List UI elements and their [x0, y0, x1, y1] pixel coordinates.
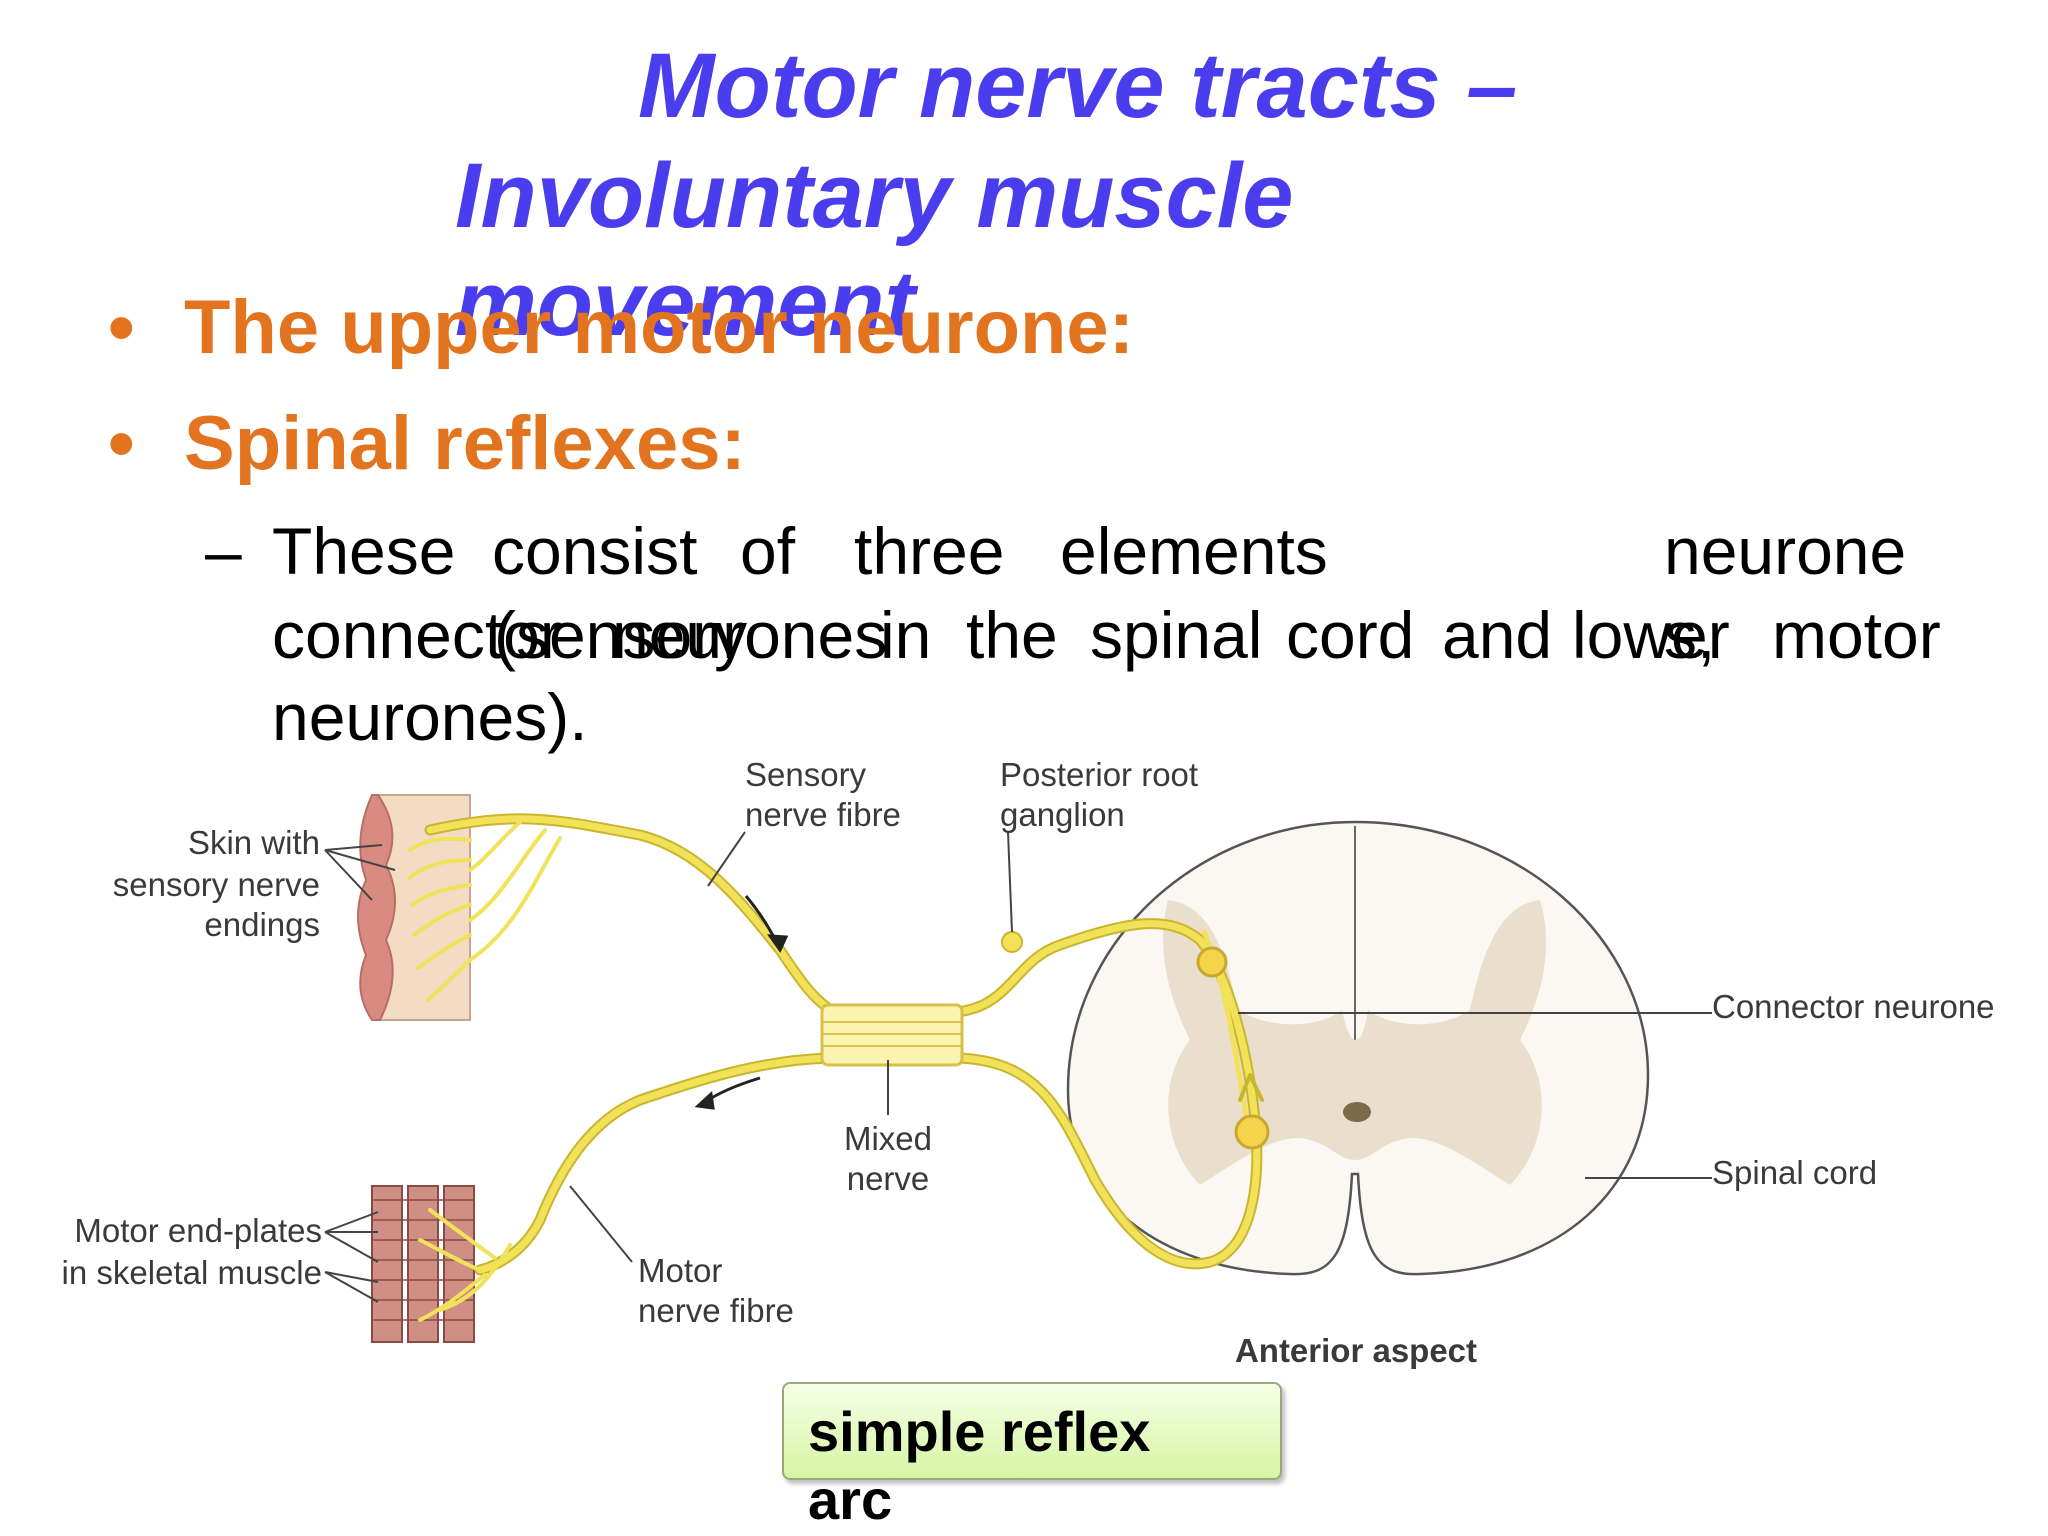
skin-section: [357, 794, 471, 1021]
sub-bullet-line3: neurones).: [272, 680, 588, 754]
label-anterior-aspect: Anterior aspect: [1235, 1332, 1477, 1369]
label-posterior-root: Posterior root: [1000, 756, 1198, 793]
sub-bullet-word: the: [966, 598, 1058, 672]
spinal-cord: [1066, 820, 1650, 1276]
label-skin: endings: [204, 906, 320, 943]
sub-bullet-word: lower: [1572, 598, 1730, 672]
label-connector-neurone: Connector neurone: [1712, 988, 1995, 1025]
sub-bullet-word: These: [272, 514, 456, 588]
sub-bullet-word: connector: [272, 598, 562, 672]
label-motor-end-plates: in skeletal muscle: [62, 1254, 322, 1291]
label-mixed-nerve: Mixed: [844, 1120, 932, 1157]
sub-bullet-dash: –: [205, 514, 242, 588]
sub-bullet-word: consist: [492, 514, 698, 588]
slide-title-line3: movement: [455, 253, 916, 355]
direction-arrows: [694, 895, 789, 1110]
nerve-fibres: [408, 813, 1270, 1322]
leader-lines: [324, 831, 1712, 1303]
label-skin: sensory nerve: [113, 866, 320, 903]
diagram-labels: Skin with sensory nerve endings Sensory …: [62, 756, 1995, 1369]
sub-bullet-word: and: [1442, 598, 1553, 672]
bullet-text: The upper motor neurone:: [184, 285, 1134, 370]
bullet-dot: •: [108, 401, 135, 486]
sub-bullet-word: in: [880, 598, 932, 672]
sub-bullet-word: elements: [1060, 514, 1328, 588]
label-posterior-root: ganglion: [1000, 796, 1125, 833]
sub-bullet-word: three: [854, 514, 1005, 588]
label-sensory-fibre: nerve fibre: [745, 796, 901, 833]
callout-text: simple reflex arc: [808, 1400, 1151, 1531]
sub-bullet-word: motor: [1772, 598, 1941, 672]
sub-bullet-word: of: [740, 514, 796, 588]
sub-bullet-word: cord: [1286, 598, 1415, 672]
bullet-text: Spinal reflexes:: [184, 401, 746, 486]
sub-bullet-word: s,: [1664, 598, 1716, 672]
label-mixed-nerve: nerve: [847, 1160, 930, 1197]
bullet-spinal-reflexes: •Spinal reflexes:: [108, 406, 746, 482]
sub-bullet-word: (sensory: [494, 598, 748, 672]
label-motor-end-plates: Motor end-plates: [74, 1212, 322, 1249]
sub-bullet-word: spinal: [1090, 598, 1263, 672]
label-skin: Skin with: [188, 824, 320, 861]
label-spinal-cord: Spinal cord: [1712, 1154, 1877, 1191]
bullet-upper-motor-neurone: •The upper motor neurone:: [108, 290, 1134, 366]
bullet-dot: •: [108, 285, 135, 370]
label-sensory-fibre: Sensory: [745, 756, 867, 793]
label-motor-fibre: nerve fibre: [638, 1292, 794, 1329]
label-motor-fibre: Motor: [638, 1252, 722, 1289]
slide-title-line2: Involuntary muscle: [455, 145, 1294, 247]
slide-title-line1: Motor nerve tracts –: [638, 35, 1518, 137]
sub-bullet-word: neurones: [612, 598, 888, 672]
callout-box: [782, 1382, 1282, 1480]
sub-bullet-word: neurone: [1664, 514, 1907, 588]
